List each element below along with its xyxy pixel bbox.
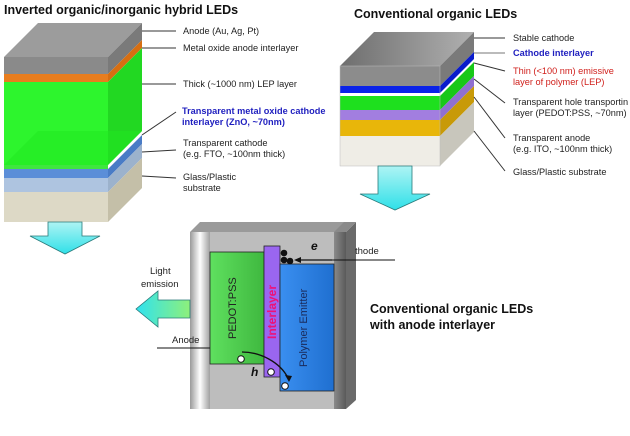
conventional-emissive-side: [440, 62, 474, 110]
conventional-anode-front: [340, 120, 440, 136]
inverted-cathode-interlayer-side: [108, 135, 142, 178]
inverted-anode-interlayer-side: [108, 40, 142, 82]
conventional-htl-side: [440, 76, 474, 120]
device-frame-right: [334, 232, 346, 409]
device-frame-top: [190, 222, 348, 232]
hole-arrow: [241, 351, 289, 379]
conventional-substrate-side: [440, 102, 474, 166]
inverted-leader-lines: [141, 30, 177, 179]
band-title-line1: Conventional organic LEDs: [370, 302, 534, 316]
label-lep-layer: Thick (~1000 nm) LEP layer: [183, 79, 297, 89]
light-emission-arrow: [135, 290, 191, 328]
label-transparent-cathode-line1: Transparent cathode: [183, 138, 268, 148]
label-transparent-anode-line2: (e.g. ITO, ~100nm thick): [513, 144, 613, 154]
hole-dots: [237, 355, 289, 390]
conventional-substrate-front: [340, 136, 440, 166]
label-htl-line1: Transparent hole transportin: [513, 97, 629, 107]
pedot-block: [209, 251, 265, 365]
conventional-emissive-front: [340, 96, 440, 110]
inverted-lep-shade: [4, 131, 142, 165]
conventional-panel-title: Conventional organic LEDs: [354, 7, 518, 21]
electron-dots: [280, 249, 294, 265]
anode-label: Anode: [172, 335, 200, 346]
label-emissive-line2: layer of polymer (LEP): [513, 77, 605, 87]
pedot-label: PEDOT:PSS: [227, 277, 239, 339]
band-title-line2: with anode interlayer: [370, 318, 496, 332]
hole-label: h: [251, 365, 259, 379]
label-conv-substrate: Glass/Plastic substrate: [513, 167, 607, 177]
inverted-cathode-front: [4, 178, 108, 192]
label-conv-cathode-interlayer: Cathode interlayer: [513, 48, 594, 58]
label-htl-line2: layer (PEDOT:PSS, ~70nm): [513, 108, 627, 118]
conventional-cathode-front: [340, 66, 440, 86]
label-cathode-interlayer-line1: Transparent metal oxide cathode: [182, 106, 326, 116]
emitter-label: Polymer Emitter: [298, 288, 310, 368]
label-stable-cathode: Stable cathode: [513, 33, 575, 43]
label-substrate-line2: substrate: [183, 183, 221, 193]
inverted-cathode-side: [108, 144, 142, 192]
label-anode: Anode (Au, Ag, Pt): [183, 26, 260, 36]
inverted-anode-top: [4, 23, 142, 57]
conventional-light-arrow: [359, 165, 431, 211]
conventional-leader-lines: [473, 37, 506, 172]
label-emissive-line1: Thin (<100 nm) emissive: [513, 66, 614, 76]
light-emission-line2: emission: [141, 279, 179, 290]
label-metal-oxide-anode-interlayer: Metal oxide anode interlayer: [183, 43, 299, 53]
label-substrate-line1: Glass/Plastic: [183, 172, 237, 182]
conventional-cathode-top: [340, 32, 474, 66]
inverted-light-arrow: [29, 221, 101, 255]
emitter-block: [279, 263, 335, 392]
cathode-label: thode: [355, 246, 379, 257]
conventional-htl-front: [340, 110, 440, 120]
label-transparent-anode-line1: Transparent anode: [513, 133, 591, 143]
label-transparent-cathode-line2: (e.g. FTO, ~100nm thick): [183, 149, 286, 159]
inverted-anode-side: [108, 23, 142, 74]
conventional-anode-side: [440, 86, 474, 136]
inverted-panel-title: Inverted organic/inorganic hybrid LEDs: [4, 3, 239, 17]
conventional-cathode-side: [440, 32, 474, 86]
conventional-cathode-interlayer-front: [340, 86, 440, 93]
device-frame-left: [190, 232, 210, 409]
interlayer-label: Interlayer: [265, 284, 279, 340]
conventional-cathode-interlayer-side: [440, 52, 474, 93]
inverted-anode-interlayer-front: [4, 74, 108, 82]
inverted-substrate-front: [4, 192, 108, 222]
light-emission-line1: Light: [150, 266, 171, 277]
inverted-cathode-interlayer-front: [4, 169, 108, 178]
inverted-substrate-side: [108, 158, 142, 222]
label-cathode-interlayer-line2: interlayer (ZnO, ~70nm): [182, 117, 285, 127]
inverted-anode-front: [4, 57, 108, 74]
electron-label: e: [311, 239, 318, 253]
